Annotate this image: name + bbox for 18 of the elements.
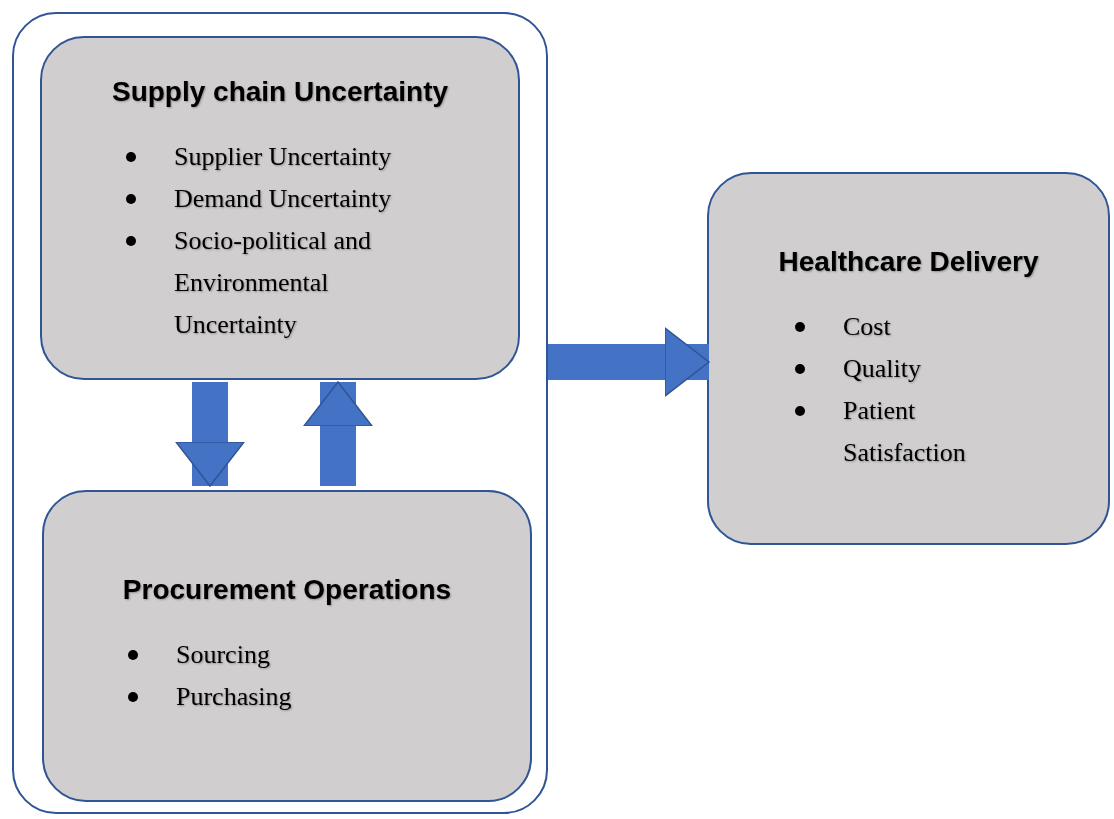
bullet-item: Cost [843, 311, 892, 343]
process-box [42, 490, 532, 802]
bullet-item: Socio-political and Environmental Uncertainty [174, 225, 373, 341]
box-heading: Procurement Operations [122, 573, 452, 607]
process-box [707, 172, 1110, 545]
process-box [40, 36, 520, 380]
bullet-item: Supplier Uncertainty [174, 141, 393, 173]
bullet-item: Sourcing [176, 639, 271, 671]
bullet-item: Patient Satisfaction [843, 395, 967, 469]
block-arrow [175, 382, 245, 487]
box-heading: Healthcare Delivery [778, 245, 1039, 279]
bullet-item: Demand Uncertainty [174, 183, 393, 215]
block-arrow [303, 381, 373, 486]
bullet-item: Purchasing [176, 681, 293, 713]
box-heading: Supply chain Uncertainty [111, 75, 449, 109]
bullet-item: Quality [843, 353, 922, 385]
group-box [12, 12, 548, 814]
block-arrow [548, 327, 710, 397]
